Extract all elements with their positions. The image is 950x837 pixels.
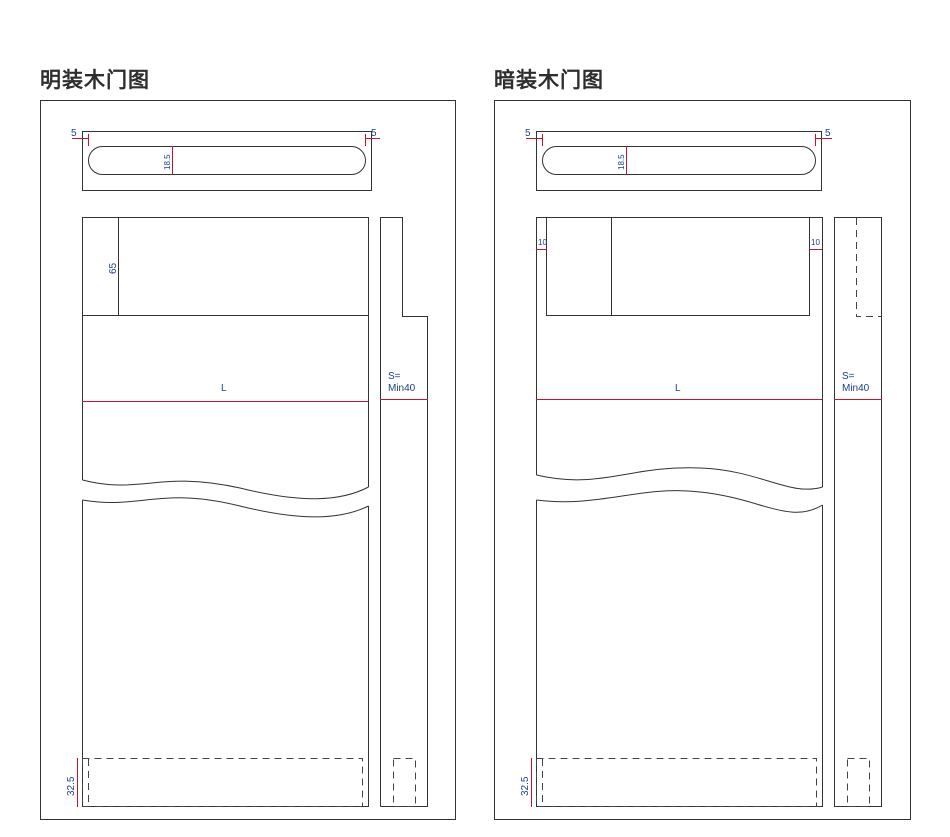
concealed-door-lower — [536, 500, 823, 807]
surface-side-bottom-hidden — [393, 758, 416, 807]
surface-width-label: L — [221, 383, 227, 394]
surface-door-drawing: 5 5 18.5 65 L 32.5 S= Min40 — [40, 100, 456, 820]
surface-top-height-label: 65 — [108, 262, 119, 274]
concealed-door-upper — [536, 217, 823, 487]
surface-frame — [40, 100, 456, 820]
surface-thickness-label-s: S= — [388, 371, 401, 382]
concealed-handle-slot — [542, 146, 816, 175]
concealed-door-drawing: 5 5 18.5 10 10 L 32.5 S= Min40 — [494, 100, 911, 820]
concealed-break-line-bottom — [536, 490, 823, 513]
surface-side-section — [380, 217, 428, 807]
surface-break-line-bottom — [82, 497, 369, 518]
surface-handle-slot — [88, 146, 366, 175]
surface-door-title: 明装木门图 — [40, 68, 150, 92]
concealed-door-title: 暗装木门图 — [494, 68, 604, 92]
surface-bottom-hidden — [82, 758, 363, 807]
concealed-side-rebate-hidden — [856, 218, 881, 317]
surface-break-line-top — [82, 479, 369, 500]
concealed-side-bottom-hidden — [847, 758, 870, 807]
concealed-break-line-top — [536, 467, 823, 490]
surface-slot-height-label: 18.5 — [163, 154, 172, 170]
concealed-gap-right-label: 5 — [825, 128, 831, 139]
concealed-slot-height-label: 18.5 — [617, 154, 626, 170]
concealed-thickness-label-s: S= — [842, 371, 855, 382]
surface-gap-left-label: 5 — [71, 128, 77, 139]
concealed-inset-left-label: 10 — [538, 238, 547, 247]
surface-bottom-height-label: 32.5 — [66, 776, 77, 796]
concealed-rail-panel — [546, 217, 810, 316]
concealed-frame — [494, 100, 911, 820]
surface-thickness-label-min: Min40 — [388, 383, 416, 394]
surface-door-upper — [82, 217, 369, 487]
concealed-handle-plate — [536, 131, 822, 191]
surface-gap-right-label: 5 — [371, 128, 377, 139]
concealed-gap-left-label: 5 — [525, 128, 531, 139]
concealed-width-label: L — [675, 383, 681, 394]
surface-handle-plate — [82, 131, 372, 191]
concealed-bottom-hidden — [536, 758, 817, 807]
concealed-thickness-label-min: Min40 — [842, 383, 870, 394]
concealed-side-section — [834, 217, 882, 807]
concealed-inset-right-label: 10 — [811, 238, 820, 247]
concealed-bottom-height-label: 32.5 — [520, 776, 531, 796]
surface-door-lower — [82, 500, 369, 807]
